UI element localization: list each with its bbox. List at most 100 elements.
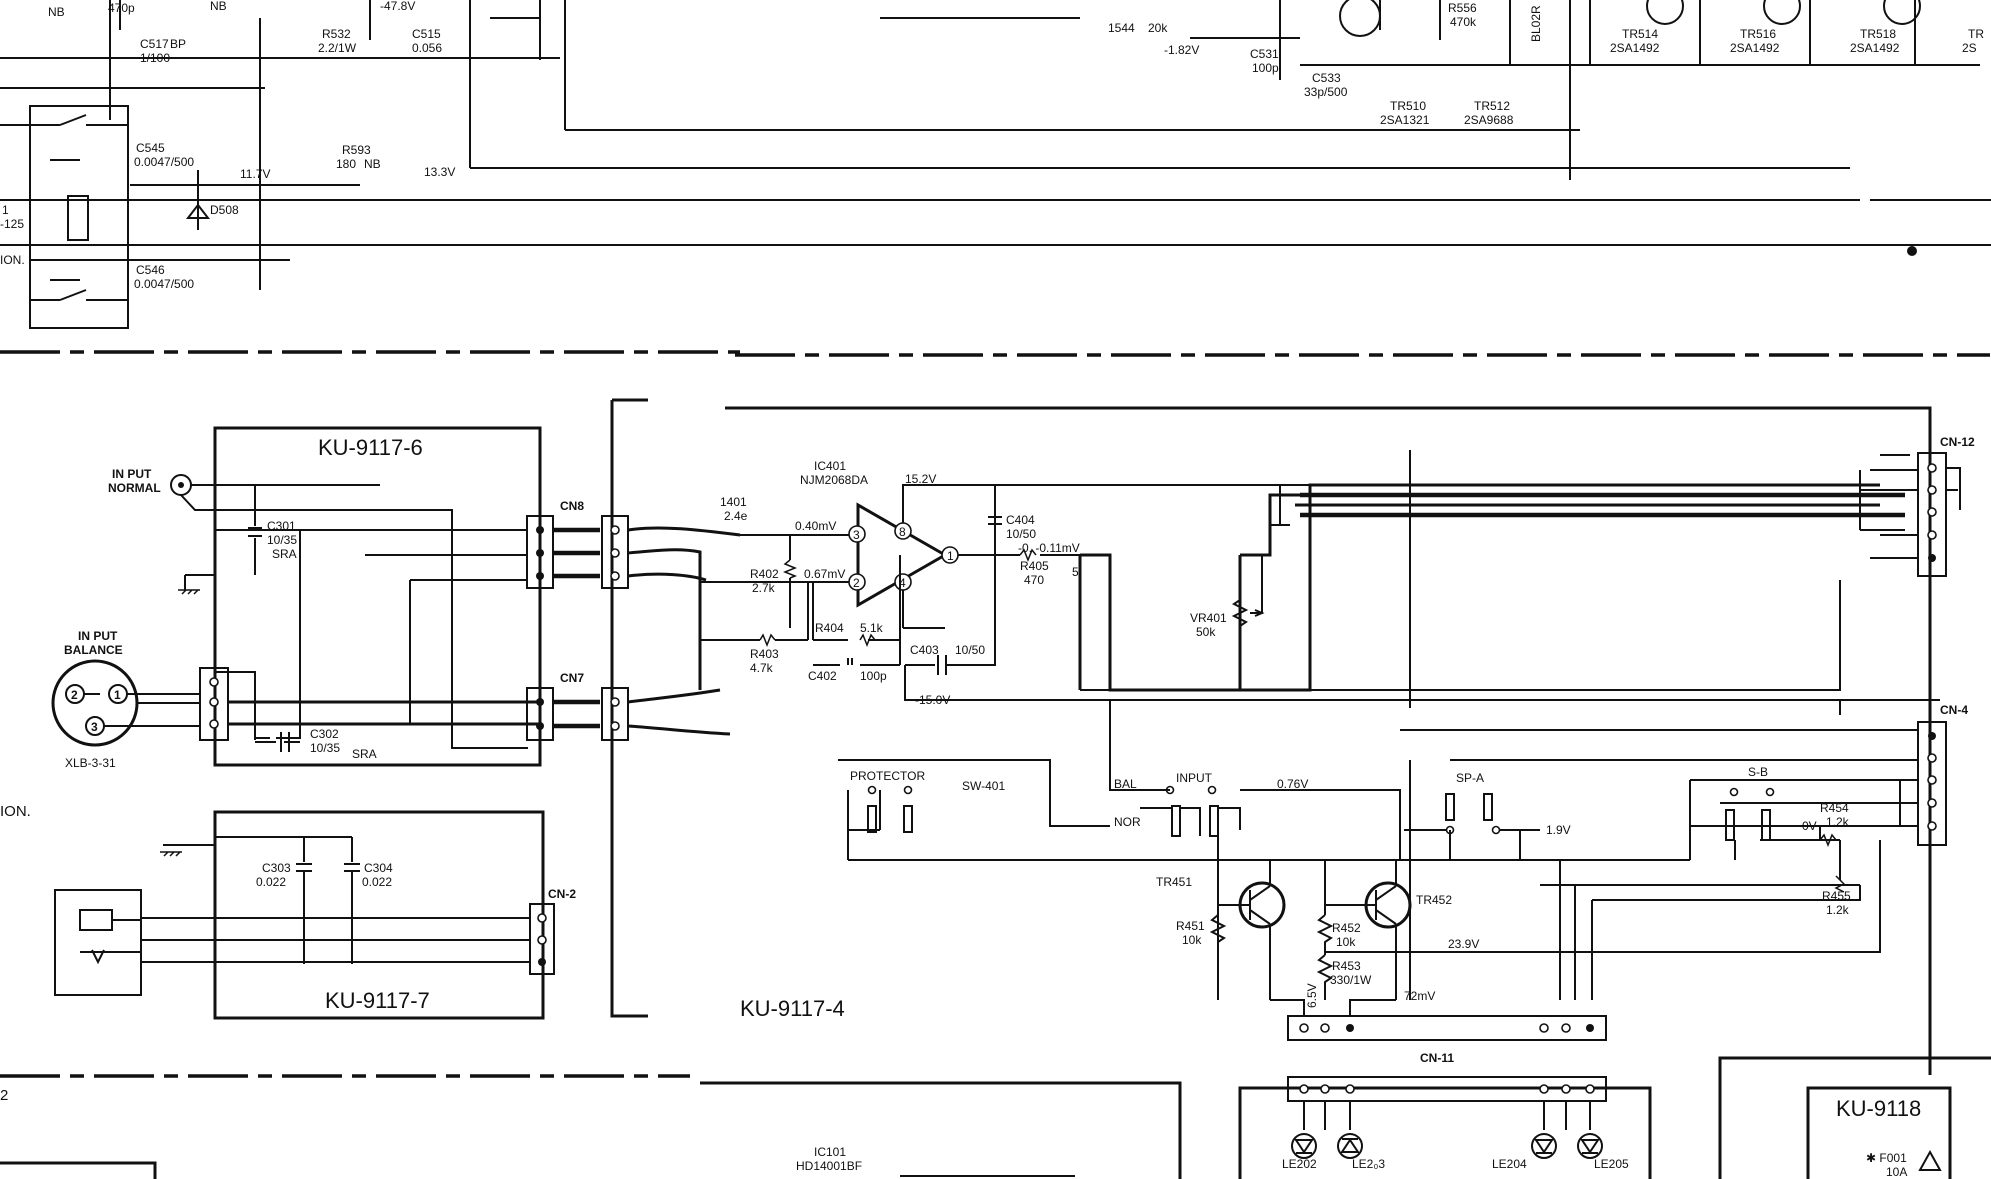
c403-label: C403 (910, 643, 939, 657)
d508-label: D508 (210, 203, 239, 217)
le203-label: LE2₀3 (1352, 1157, 1385, 1171)
cn2-block (529, 903, 555, 975)
led-le204: LE204 (1492, 1133, 1557, 1171)
r403-value: 4.7k (750, 661, 774, 675)
v-neg-0-11mv: -0. -0.11mV (1018, 541, 1080, 555)
protector-contact-2[interactable] (903, 805, 913, 833)
v-0-67mv: 0.67mV (804, 567, 845, 581)
ic101-part: HD14001BF (796, 1159, 862, 1173)
board-ku-9117-7: KU-9117-7 C303 0.022 C304 0.022 CN-2 (140, 810, 576, 1020)
cn11-block (1287, 1015, 1607, 1041)
r405-value: 470 (1024, 573, 1044, 587)
cn2-label: CN-2 (548, 887, 576, 901)
xlr-pin-2: 2 (71, 688, 78, 702)
c546-label: C546 (136, 263, 165, 277)
cn4-block (1917, 721, 1947, 846)
c404-label: C404 (1006, 513, 1035, 527)
cn4-label: CN-4 (1940, 703, 1968, 717)
protector-label: PROTECTOR (850, 769, 925, 783)
tr510-value: 2SA1321 (1380, 113, 1430, 127)
ic401-part: NJM2068DA (800, 473, 868, 487)
tr518-value: 2SA1492 (1850, 41, 1900, 55)
r403-label: R403 (750, 647, 779, 661)
r405-label: R405 (1020, 559, 1049, 573)
sb-contact-1[interactable] (1725, 809, 1735, 841)
v-neg-1-82: -1.82V (1164, 43, 1199, 57)
v-13-3: 13.3V (424, 165, 455, 179)
r454-label: R454 (1820, 801, 1849, 815)
c545-value: 0.0047/500 (134, 155, 194, 169)
r452-label: R452 (1332, 921, 1361, 935)
tr516-value: 2SA1492 (1730, 41, 1780, 55)
warning-icon (1918, 1149, 1942, 1171)
c302-type: SRA (352, 747, 377, 761)
r452-value: 10k (1336, 935, 1356, 949)
v-neg-15v: -15.0V (915, 693, 950, 707)
input-balance-line2: BALANCE (64, 643, 123, 657)
v-1-9v: 1.9V (1546, 823, 1571, 837)
ku9118-title: KU-9118 (1836, 1096, 1921, 1121)
ic401-pin8: 8 (899, 525, 906, 539)
r593-label: R593 (342, 143, 371, 157)
spa-label: SP-A (1456, 771, 1484, 785)
xlr-input-balance[interactable]: 2 1 3 (51, 659, 200, 747)
sw401-label: SW-401 (962, 779, 1005, 793)
r556-label: R556 (1448, 1, 1477, 15)
r544-value: 20k (1148, 21, 1168, 35)
c533-value: 33p/500 (1304, 85, 1348, 99)
vr401-value: 50k (1196, 625, 1216, 639)
led-le202: LE202 (1282, 1133, 1317, 1171)
ic101-ref: IC101 (814, 1145, 846, 1159)
left-edge-3: ION. (0, 253, 25, 267)
input-switch-label: INPUT (1176, 771, 1213, 785)
ku6-outline (213, 426, 542, 767)
v-0-76v: 0.76V (1277, 777, 1308, 791)
top-transistors (1339, 0, 1921, 37)
input-switch-1[interactable] (1171, 805, 1181, 837)
spa-contact-1[interactable] (1445, 793, 1455, 821)
ku4-top-frame (725, 406, 1932, 1075)
bal-label: BAL (1114, 777, 1137, 791)
tr512-value: 2SA9688 (1464, 113, 1514, 127)
sb-label: S-B (1748, 765, 1768, 779)
c403-value: 10/50 (955, 643, 985, 657)
r402-value: 2.7k (752, 581, 776, 595)
cn7-block (526, 687, 554, 741)
c304-value: 0.022 (362, 875, 392, 889)
nb-badge-1: NB (48, 5, 65, 19)
vr401-label: VR401 (1190, 611, 1227, 625)
nor-label: NOR (1114, 815, 1141, 829)
input-switch-2[interactable] (1209, 805, 1219, 837)
c402-value: 100p (860, 669, 887, 683)
c515-value: 0.056 (412, 41, 442, 55)
headphone-jack-box[interactable] (54, 889, 142, 996)
c517-label: C517 (140, 37, 169, 51)
c545-label: C545 (136, 141, 165, 155)
c517-value: 1/100 (140, 51, 170, 65)
spa-contact-2[interactable] (1483, 793, 1493, 821)
v-6-5v: 6.5V (1305, 983, 1319, 1008)
c304-label: C304 (364, 861, 393, 875)
xlr-part-number: XLB-3-31 (65, 756, 116, 770)
tr514-label: TR514 (1622, 27, 1658, 41)
cn7-b-block (601, 687, 629, 741)
r453-value: 330/1W (1330, 973, 1372, 987)
led-le205: LE205 (1577, 1133, 1629, 1171)
tr510-label: TR510 (1390, 99, 1426, 113)
nb-badge-2: NB (210, 0, 227, 13)
top-v478: -47.8V (380, 0, 415, 13)
ic401-ref: IC401 (814, 459, 846, 473)
protector-contact-1[interactable] (867, 805, 877, 833)
c401-partial-2: 2.4e (724, 509, 748, 523)
cn8-label: CN8 (560, 499, 584, 513)
c404-value: 10/50 (1006, 527, 1036, 541)
r455-value: 1.2k (1826, 903, 1850, 917)
v-0-40mv: 0.40mV (795, 519, 836, 533)
c301-type: SRA (272, 547, 297, 561)
c302-value: 10/35 (310, 741, 340, 755)
r404-value: 5.1k (860, 621, 884, 635)
left-edge-2: -125 (0, 217, 24, 231)
switch-section: PROTECTOR SW-401 INPUT BAL NOR 0.76V SP-… (838, 700, 1901, 1065)
cn12-block (1917, 452, 1947, 577)
f001-value: 10A (1886, 1165, 1907, 1179)
